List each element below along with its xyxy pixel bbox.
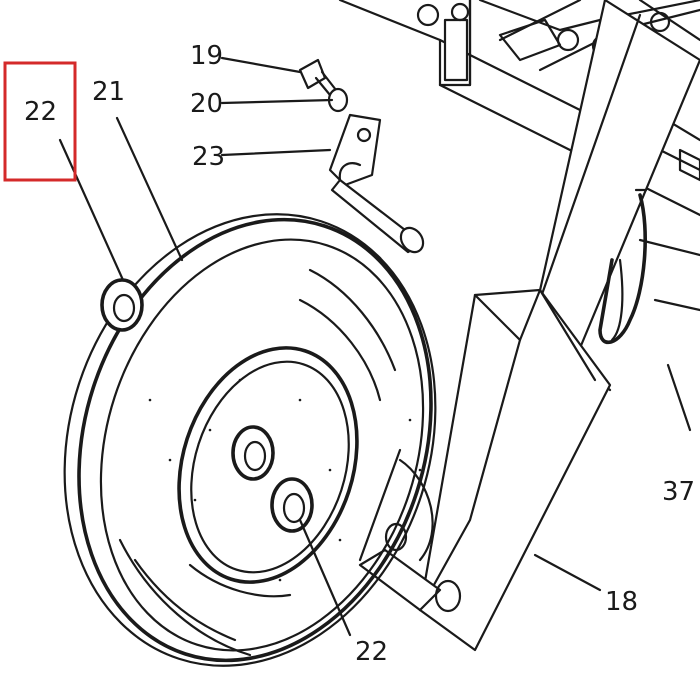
side-bearing xyxy=(100,278,144,332)
callout-22-highlighted: 22 xyxy=(24,97,57,127)
spring-clip xyxy=(598,188,692,432)
gauge-wheel xyxy=(63,213,437,667)
callout-labels: 22 19 20 21 23 37 18 22 xyxy=(24,41,695,667)
leader-lines xyxy=(58,56,602,637)
frame-structure xyxy=(338,0,700,217)
callout-22-bottom: 22 xyxy=(355,637,388,667)
bolt-nut xyxy=(298,58,349,113)
highlight-box xyxy=(3,61,77,182)
callout-23: 23 xyxy=(192,142,225,172)
callout-37: 37 xyxy=(662,477,695,507)
callout-21: 21 xyxy=(92,77,125,107)
callout-19: 19 xyxy=(190,41,223,71)
callout-20: 20 xyxy=(190,89,223,119)
axle-pin xyxy=(328,113,425,254)
callout-18: 18 xyxy=(605,587,638,617)
wheel-bracket xyxy=(358,288,612,652)
